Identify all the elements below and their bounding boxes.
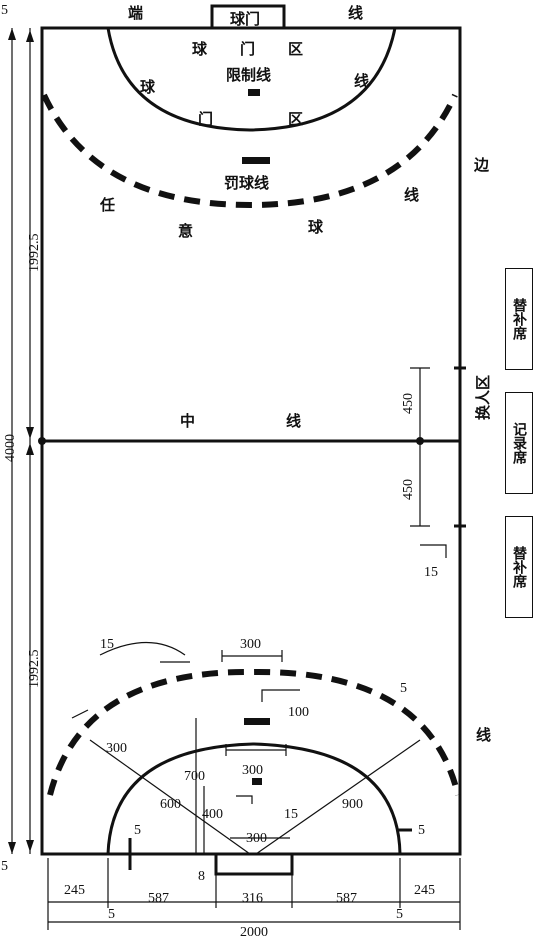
- dim-sub-mark: [420, 544, 447, 558]
- dim-text-half-bottom: 1992.5: [27, 650, 42, 689]
- bottom-goal-area: [106, 742, 402, 855]
- label-gaa-4: 区: [288, 110, 303, 128]
- dim-text-316: 316: [242, 891, 263, 906]
- dim-text-5-right: 5: [400, 681, 407, 696]
- label-ga-3: 区: [288, 40, 303, 58]
- label-sub-zone: 换人区: [474, 375, 492, 420]
- dim-text-587-right: 587: [336, 891, 357, 906]
- dim-text-300-mid: 300: [242, 763, 263, 778]
- bench-top: 替补席: [505, 268, 533, 370]
- dim-text-2000: 2000: [240, 925, 268, 940]
- label-restraining: 限制线: [226, 66, 271, 84]
- label-center-2: 线: [286, 412, 301, 430]
- label-ga-1: 球: [192, 40, 208, 58]
- dim-text-goal-300: 300: [246, 831, 267, 846]
- dim-text-post-right: 5: [418, 823, 425, 838]
- top-free-throw-arc: [41, 93, 458, 209]
- dim-text-sub-mark: 15: [424, 565, 438, 580]
- label-free-throw: 罚球线: [224, 174, 269, 192]
- label-end-2: 线: [348, 4, 363, 22]
- dim-text-300-top: 300: [240, 637, 261, 652]
- top-restraining-mark: [248, 89, 260, 96]
- dim-100: [261, 689, 300, 702]
- label-gaa-1: 球: [140, 78, 156, 96]
- label-fta-4: 线: [404, 186, 419, 204]
- dim-text-sub-bottom: 450: [401, 479, 416, 500]
- dim-arc-15: [99, 641, 186, 656]
- dim-text-700: 700: [184, 769, 205, 784]
- label-ga-2: 门: [240, 40, 255, 58]
- dim-text-arc-15: 15: [100, 637, 114, 652]
- label-fta-1: 任: [99, 196, 115, 214]
- dim-900: [255, 739, 421, 855]
- dim-text-900: 900: [342, 797, 363, 812]
- bottom-penalty-mark: [244, 718, 270, 725]
- dim-text-245-left: 245: [64, 883, 85, 898]
- dim-text-5-bl: 5: [108, 907, 115, 922]
- dim-text-100: 100: [288, 705, 309, 720]
- top-goal-area: [106, 27, 397, 132]
- dim-text-300-left: 300: [106, 741, 127, 756]
- bench-bottom: 替补席: [505, 516, 533, 618]
- label-side-1: 边: [473, 156, 490, 174]
- label-goal: 球门: [230, 10, 260, 28]
- dim-text-top-5: 5: [1, 3, 8, 18]
- bottom-restraining-mark: [252, 778, 262, 785]
- dim-600: [89, 739, 251, 855]
- label-center-1: 中: [180, 412, 195, 430]
- dim-text-sub-top: 450: [401, 393, 416, 414]
- label-gaa-3: 门: [198, 110, 213, 128]
- dim-text-8: 8: [198, 869, 205, 884]
- dim-text-bottom-5: 5: [1, 859, 8, 874]
- dim-15: [236, 795, 253, 804]
- label-gaa-2: 线: [354, 72, 369, 90]
- dim-text-total-length: 4000: [3, 434, 18, 462]
- label-side-2: 线: [476, 726, 491, 744]
- dim-text-587-left: 587: [148, 891, 169, 906]
- label-end-1: 端: [128, 4, 143, 22]
- dim-text-400: 400: [202, 807, 223, 822]
- dim-text-15: 15: [284, 807, 298, 822]
- center-left-dot: [38, 437, 46, 445]
- dim-text-600: 600: [160, 797, 181, 812]
- top-penalty-mark: [242, 157, 270, 164]
- dim-text-half-top: 1992.5: [27, 234, 42, 273]
- bottom-goal: [214, 852, 294, 876]
- label-fta-3: 球: [308, 218, 324, 236]
- bottom-free-throw-arc: [47, 668, 461, 796]
- label-fta-2: 意: [178, 222, 193, 240]
- dim-text-245-right: 245: [414, 883, 435, 898]
- dim-text-post-left: 5: [134, 823, 141, 838]
- dim-text-5-br: 5: [396, 907, 403, 922]
- top-goal: [210, 4, 286, 30]
- bench-scorer: 记录席: [505, 392, 533, 494]
